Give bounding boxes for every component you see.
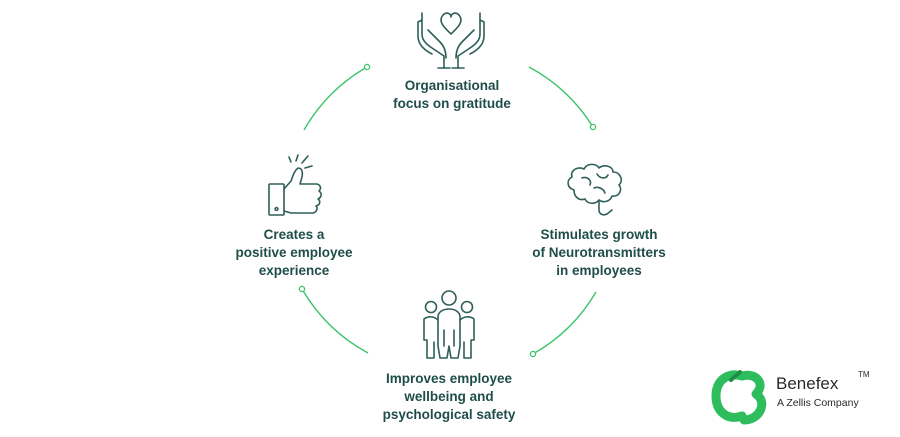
- node-label-line: Organisational: [404, 78, 500, 93]
- node-label-line: Stimulates growth: [540, 227, 658, 242]
- brain-icon: [567, 163, 622, 216]
- arc-endpoint: [298, 285, 306, 293]
- brand-name: Benefex: [776, 374, 839, 393]
- node-label-line: of Neurotransmitters: [532, 245, 666, 260]
- brand-trademark: TM: [858, 370, 870, 379]
- node-wellbeing-label: Improves employee wellbeing and psycholo…: [374, 370, 524, 424]
- arc-experience-to-gratitude: [303, 66, 368, 131]
- arc-wellbeing-to-experience: [301, 288, 369, 354]
- node-label-line: positive employee: [235, 245, 353, 260]
- benefex-logo-icon: [711, 370, 767, 425]
- brand-tagline: A Zellis Company: [777, 397, 859, 409]
- node-neurotransmitters-label: Stimulates growth of Neurotransmitters i…: [521, 226, 677, 280]
- node-label-line: Creates a: [263, 227, 325, 242]
- node-label-line: wellbeing and: [404, 389, 494, 404]
- hands-heart-icon: [417, 12, 485, 69]
- node-label-line: psychological safety: [382, 407, 516, 422]
- arc-neurotransmitters-to-wellbeing: [532, 291, 597, 355]
- node-gratitude-label: Organisational focus on gratitude: [391, 77, 513, 113]
- thumbs-up-icon: [268, 154, 322, 216]
- arc-gratitude-to-neurotransmitters: [528, 66, 594, 128]
- arc-endpoint: [529, 350, 537, 358]
- node-label-line: experience: [258, 263, 330, 278]
- arc-endpoint: [363, 63, 371, 71]
- cycle-arcs: [301, 66, 597, 355]
- people-group-icon: [423, 290, 475, 359]
- node-label-line: Improves employee: [385, 371, 513, 386]
- node-experience-label: Creates a positive employee experience: [226, 226, 362, 280]
- node-label-line: in employees: [556, 263, 642, 278]
- arc-endpoint: [589, 123, 597, 131]
- arc-endpoints: [298, 63, 597, 358]
- node-label-line: focus on gratitude: [393, 96, 511, 111]
